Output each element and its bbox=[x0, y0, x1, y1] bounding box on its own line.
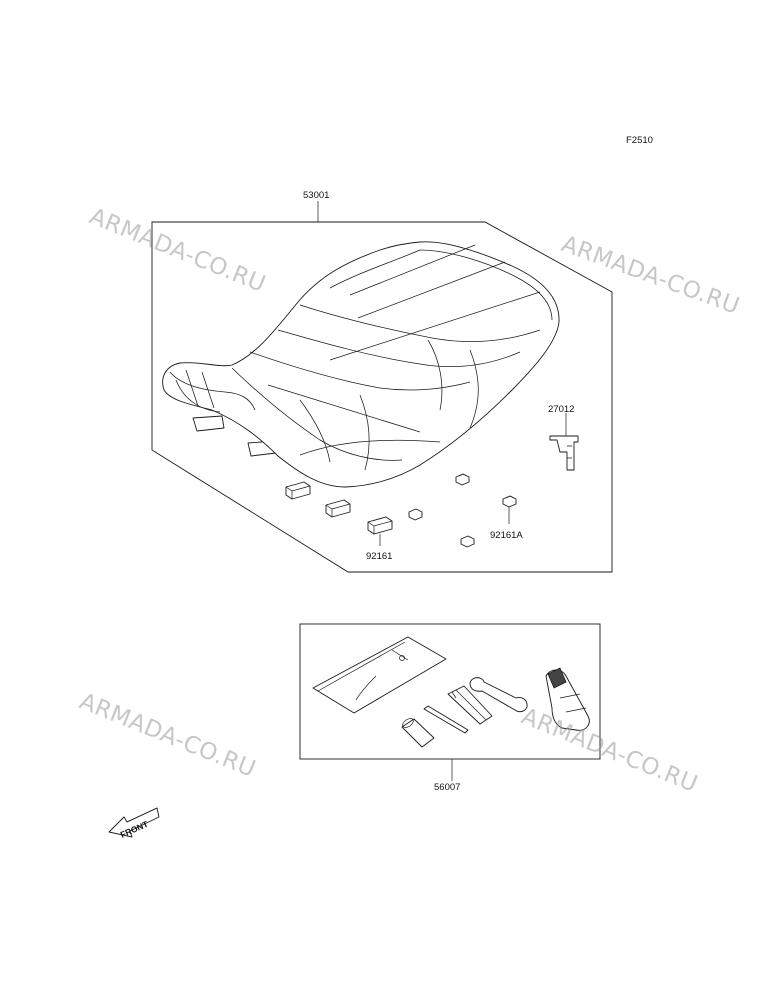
watermark-3: ARMADA-CO.RU bbox=[76, 688, 260, 782]
grommet-4[interactable] bbox=[460, 535, 475, 548]
grommet-1[interactable] bbox=[455, 473, 470, 486]
stopper-block-3[interactable] bbox=[367, 516, 393, 535]
seat-group-frame bbox=[151, 221, 613, 573]
seat-illustration[interactable] bbox=[162, 241, 560, 488]
stopper-block-2[interactable] bbox=[325, 499, 351, 518]
tool-kit-illustration[interactable] bbox=[312, 636, 590, 748]
watermark-1: ARMADA-CO.RU bbox=[86, 203, 270, 297]
watermark-2: ARMADA-CO.RU bbox=[558, 231, 743, 320]
front-direction-arrow: FRONT bbox=[108, 807, 160, 840]
stopper-block-1[interactable] bbox=[285, 481, 311, 500]
tool-kit-frame bbox=[299, 623, 601, 760]
part-label-tool-kit[interactable]: 56007 bbox=[434, 782, 460, 793]
part-label-stopper-a[interactable]: 92161A bbox=[490, 530, 523, 541]
watermark-4: ARMADA-CO.RU bbox=[518, 703, 702, 797]
part-label-seat-hook[interactable]: 27012 bbox=[548, 404, 574, 415]
seat-hook-part[interactable] bbox=[549, 435, 579, 471]
part-label-seat-assembly[interactable]: 53001 bbox=[303, 190, 329, 201]
grommet-3[interactable] bbox=[502, 495, 517, 508]
part-label-stopper[interactable]: 92161 bbox=[366, 551, 392, 562]
figure-code: F2510 bbox=[626, 135, 653, 146]
grommet-2[interactable] bbox=[408, 508, 423, 521]
